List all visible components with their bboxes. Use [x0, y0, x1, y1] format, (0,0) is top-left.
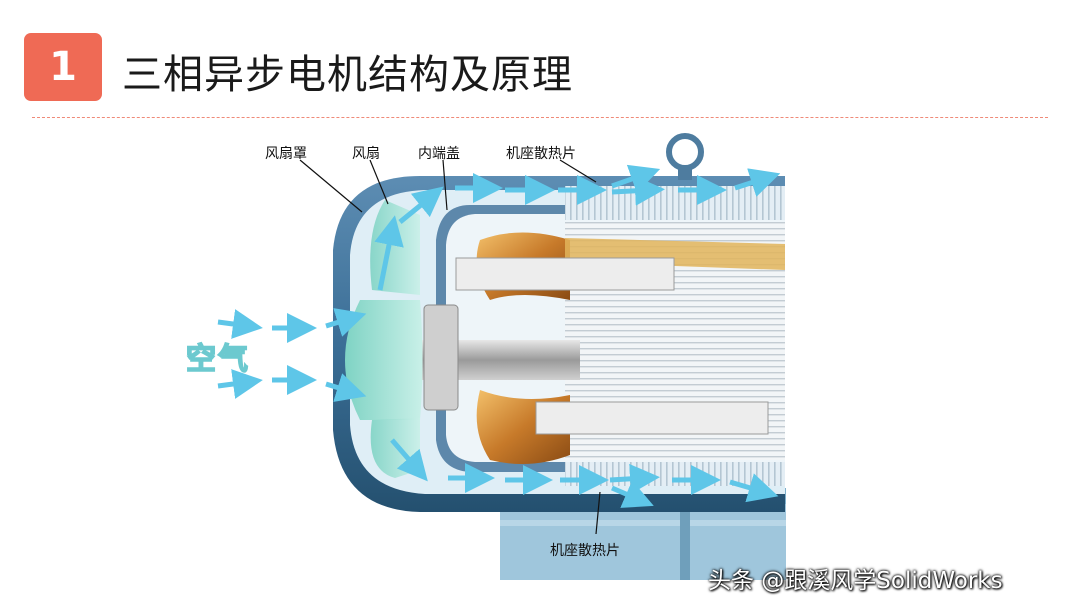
lifting-eye-bolt — [666, 133, 704, 171]
label-inner-end-cap: 内端盖 — [418, 146, 460, 162]
section-number-badge: 1 — [24, 33, 102, 101]
label-frame-fins-bottom: 机座散热片 — [550, 543, 620, 559]
watermark: 头条 @跟溪风学SolidWorks — [708, 568, 1003, 594]
rotor-bar-top — [455, 257, 675, 291]
airflow-arrows — [217, 164, 781, 508]
frame-heat-fins-top — [565, 186, 785, 220]
rotor-bar-bottom — [535, 401, 769, 435]
label-fan: 风扇 — [352, 146, 380, 162]
fan — [345, 300, 423, 420]
title-divider — [32, 117, 1048, 118]
label-frame-fins-top: 机座散热片 — [506, 146, 576, 162]
label-fan-cover: 风扇罩 — [265, 146, 307, 162]
label-air: 空气 — [185, 341, 250, 378]
label-leader-lines — [299, 159, 601, 535]
bearing — [423, 304, 459, 411]
page-title: 三相异步电机结构及原理 — [122, 52, 573, 98]
